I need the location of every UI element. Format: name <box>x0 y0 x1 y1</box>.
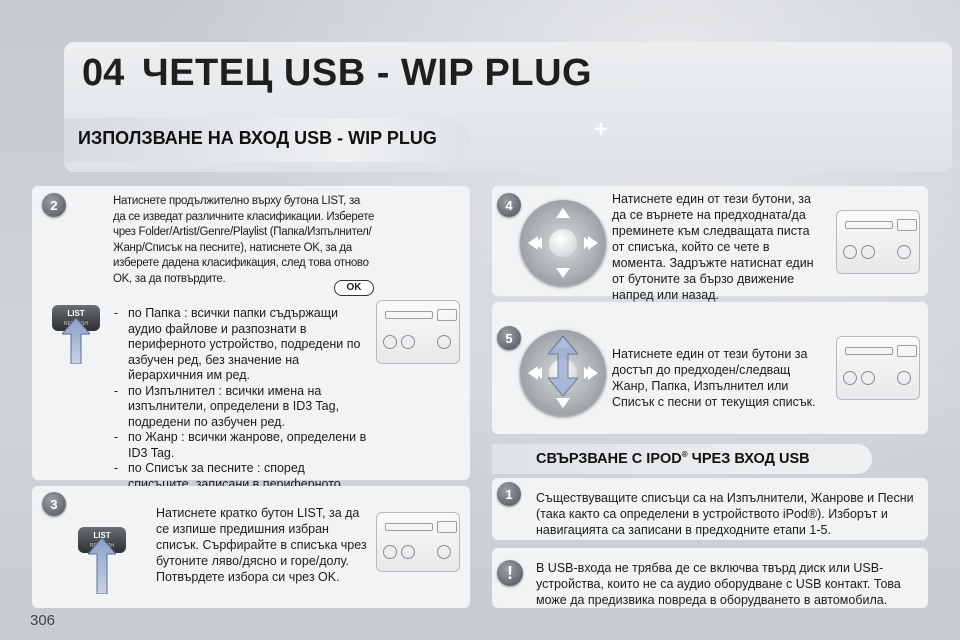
step-badge-4: 4 <box>497 193 521 217</box>
ipod-section-bar <box>492 444 872 474</box>
ipod-text: Съществуващите списъци са на Изпълнители… <box>536 491 914 537</box>
step-badge-2: 2 <box>42 193 66 217</box>
radio-unit-image <box>836 336 920 400</box>
chapter-title: ЧЕТЕЦ USB - WIP PLUG <box>142 52 593 94</box>
ipod-panel <box>492 478 928 540</box>
list-item: по Изпълнител : всички имена на изпълнит… <box>114 384 372 431</box>
list-button-label: LIST <box>93 531 111 540</box>
radio-unit-image <box>836 210 920 274</box>
list-item: по Жанр : всички жанрове, определени в I… <box>114 430 372 461</box>
list-item: по Папка : всички папки съдържащи аудио … <box>114 306 372 384</box>
page-number: 306 <box>30 612 56 629</box>
section-bar <box>64 118 470 162</box>
section-title: ИЗПОЛЗВАНЕ НА ВХОД USB - WIP PLUG <box>78 128 437 148</box>
press-arrow-icon <box>88 538 116 594</box>
step-badge-5: 5 <box>497 326 521 350</box>
warning-text: В USB-входа не трябва де се включва твър… <box>536 561 901 607</box>
press-arrow-icon <box>62 318 90 364</box>
direction-pad-icon <box>520 200 606 286</box>
radio-unit-image <box>376 512 460 572</box>
step2-intro-text: Натиснете продължително върху бутона LIS… <box>113 195 375 285</box>
classification-list: по Папка : всички папки съдържащи аудио … <box>114 306 372 508</box>
plus-decoration-icon: + <box>594 116 609 143</box>
step4-text: Натиснете един от тези бутони, за да се … <box>612 192 814 302</box>
warning-panel <box>492 548 928 608</box>
press-arrow-icon <box>548 336 578 396</box>
ipod-section-title: СВЪРЗВАНЕ С IPOD® ЧРЕЗ ВХОД USB <box>536 450 810 467</box>
warning-icon: ! <box>497 560 523 586</box>
step3-text: Натиснете кратко бутон LIST, за да се из… <box>156 506 367 584</box>
radio-unit-image <box>376 300 460 364</box>
step5-text: Натиснете един от тези бутони за достъп … <box>612 347 816 409</box>
list-button-label: LIST <box>67 309 85 318</box>
step-badge-1: 1 <box>497 482 521 506</box>
ok-button-icon: OK <box>334 280 374 296</box>
step-badge-3: 3 <box>42 492 66 516</box>
chapter-number: 04 <box>82 52 125 94</box>
